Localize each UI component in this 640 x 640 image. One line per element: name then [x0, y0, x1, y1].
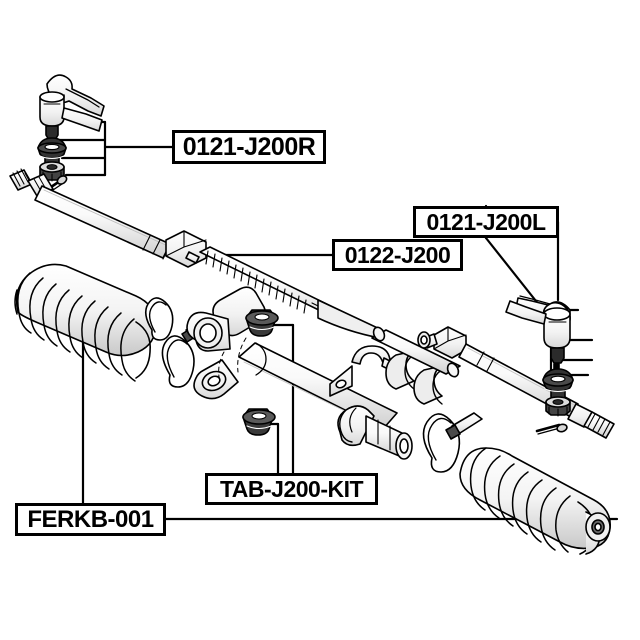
part-split-bushing-lower — [413, 365, 443, 405]
part-cotter-pin-right — [535, 423, 568, 435]
part-rack-tube-detached — [371, 326, 461, 378]
part-bellows-boot-right — [459, 447, 611, 555]
part-label-0122-j200[interactable]: 0122-J200 — [332, 239, 463, 271]
part-castle-nut-right — [545, 396, 571, 417]
part-outer-tie-rod-end-left — [39, 74, 105, 147]
part-label-0121-j200r[interactable]: 0121-J200R — [172, 130, 326, 164]
part-label-ferkb-001[interactable]: FERKB-001 — [15, 503, 166, 536]
part-boot-clamp-left-large — [144, 297, 174, 341]
part-boot-clamp-right — [422, 412, 483, 473]
part-inner-tie-rod-left — [9, 168, 383, 339]
part-dust-boot-left — [37, 137, 67, 169]
part-label-0121-j200l[interactable]: 0121-J200L — [413, 206, 559, 238]
part-castle-nut-left — [39, 161, 65, 182]
part-outer-tie-rod-end-right — [505, 295, 571, 371]
part-rack-mount-bracket — [329, 345, 395, 397]
leader-lines-left — [58, 120, 174, 177]
part-label-tab-j200-kit[interactable]: TAB-J200-KIT — [205, 473, 378, 505]
part-rack-mount-bushing-upper — [245, 309, 279, 337]
part-bellows-boot-left — [14, 263, 157, 382]
part-split-bushing-upper — [385, 350, 415, 390]
part-rack-end-seal — [337, 405, 413, 460]
part-dust-boot-right — [542, 368, 574, 402]
part-rack-mount-bushing-lower — [242, 408, 276, 436]
